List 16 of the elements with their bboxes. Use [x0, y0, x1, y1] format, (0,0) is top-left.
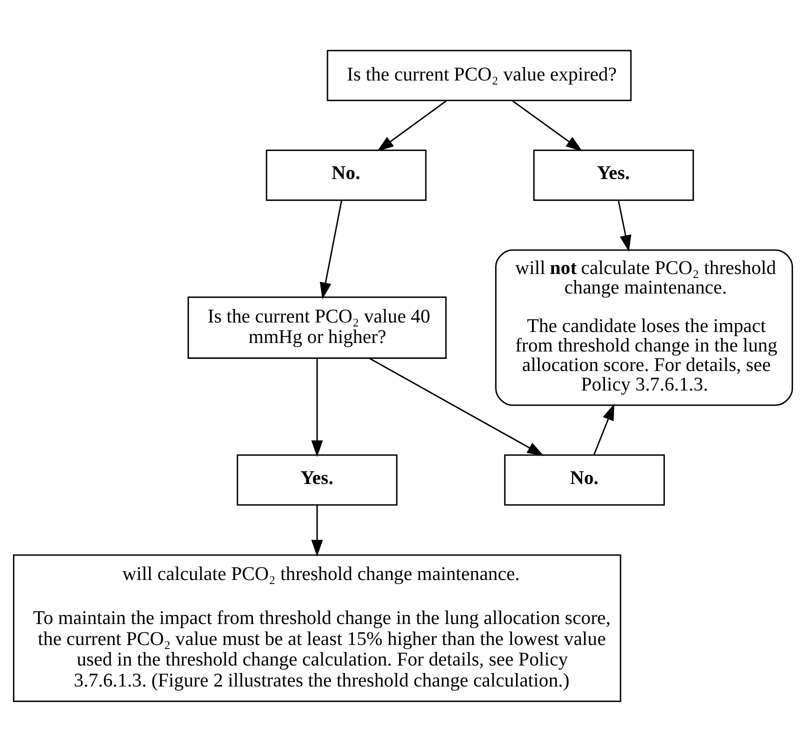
arrow [320, 200, 342, 299]
node-box: will not calculate PCO₂ threshold change maintenance. The candidate loses the impact from threshold change in the lung allocation score. For details, see Policy 3.7.6.1.3. [495, 248, 794, 406]
node-box: Yes. [236, 454, 398, 506]
node-box: No. [266, 149, 427, 200]
arrow [593, 403, 614, 454]
arrow [311, 504, 323, 556]
node-box: No. [504, 454, 665, 506]
node-box: Yes. [533, 149, 694, 200]
arrow [512, 100, 582, 151]
arrow [377, 100, 447, 151]
node-box: Is the current PCO₂ value expired? [326, 49, 632, 101]
arrow [368, 357, 544, 456]
arrow [618, 200, 632, 252]
arrow [311, 358, 323, 457]
node-box: will calculate PCO₂ threshold change maintenance. To maintain the impact from threshold change in the lung allocation score, the current PCO₂ value must be at least 15% higher than the lowest value used in the threshold change calculation. For details, see Policy 3.7.6.1.3. (Figure 2 illustrates the threshold change calculation.) [12, 554, 622, 702]
node-box: Is the current PCO₂ value 40 mmHg or higher? [188, 296, 447, 358]
